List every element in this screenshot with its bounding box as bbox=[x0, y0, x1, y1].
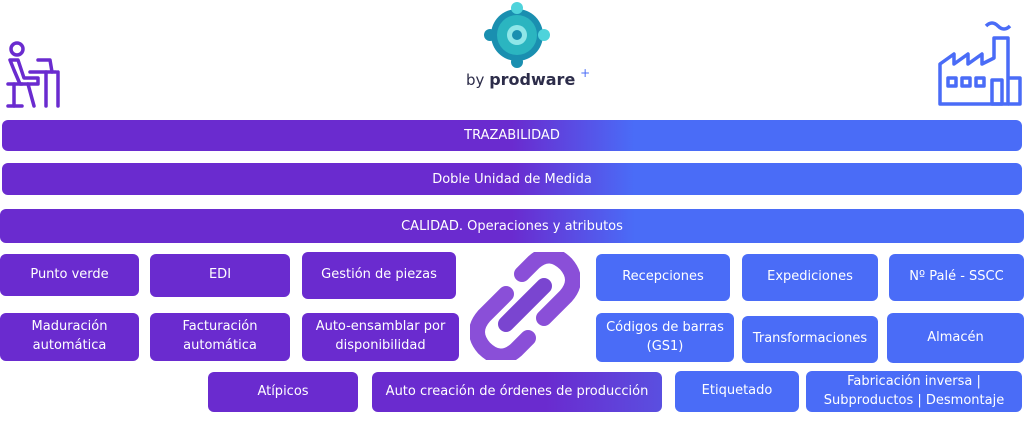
brand-text: by prodware + bbox=[466, 66, 590, 94]
box-almacen: Almacén bbox=[887, 313, 1024, 363]
box-nro-pale: Nº Palé - SSCC bbox=[889, 254, 1024, 301]
box-auto-ensamblar: Auto-ensamblar por disponibilidad bbox=[302, 313, 459, 361]
box-facturacion: Facturación automática bbox=[150, 313, 290, 361]
box-recepciones: Recepciones bbox=[596, 254, 730, 301]
bar-trazabilidad: TRAZABILIDAD bbox=[2, 120, 1022, 151]
brand-by: by bbox=[466, 71, 485, 89]
factory-icon bbox=[938, 21, 1022, 106]
box-etiquetado: Etiquetado bbox=[675, 371, 799, 412]
person-at-computer-icon bbox=[6, 41, 60, 108]
box-transformaciones: Transformaciones bbox=[742, 316, 878, 363]
bar-calidad: CALIDAD. Operaciones y atributos bbox=[0, 209, 1024, 243]
box-fabricacion-inversa: Fabricación inversa | Subproductos | Des… bbox=[806, 371, 1022, 412]
box-maduracion: Maduración automática bbox=[0, 313, 139, 361]
brand-plus-icon: + bbox=[580, 66, 591, 80]
link-chain-icon bbox=[470, 252, 580, 360]
brand-name: prodware bbox=[489, 70, 576, 89]
bar-doble-unidad: Doble Unidad de Medida bbox=[2, 163, 1022, 195]
box-gestion-piezas: Gestión de piezas bbox=[302, 252, 456, 299]
box-expediciones: Expediciones bbox=[742, 254, 878, 301]
box-auto-creacion: Auto creación de órdenes de producción bbox=[372, 372, 662, 412]
box-atipicos: Atípicos bbox=[208, 372, 358, 412]
box-edi: EDI bbox=[150, 254, 290, 297]
business-central-logo-icon bbox=[484, 2, 550, 68]
box-punto-verde: Punto verde bbox=[0, 254, 139, 296]
box-codigos-barras: Códigos de barras (GS1) bbox=[596, 313, 734, 362]
